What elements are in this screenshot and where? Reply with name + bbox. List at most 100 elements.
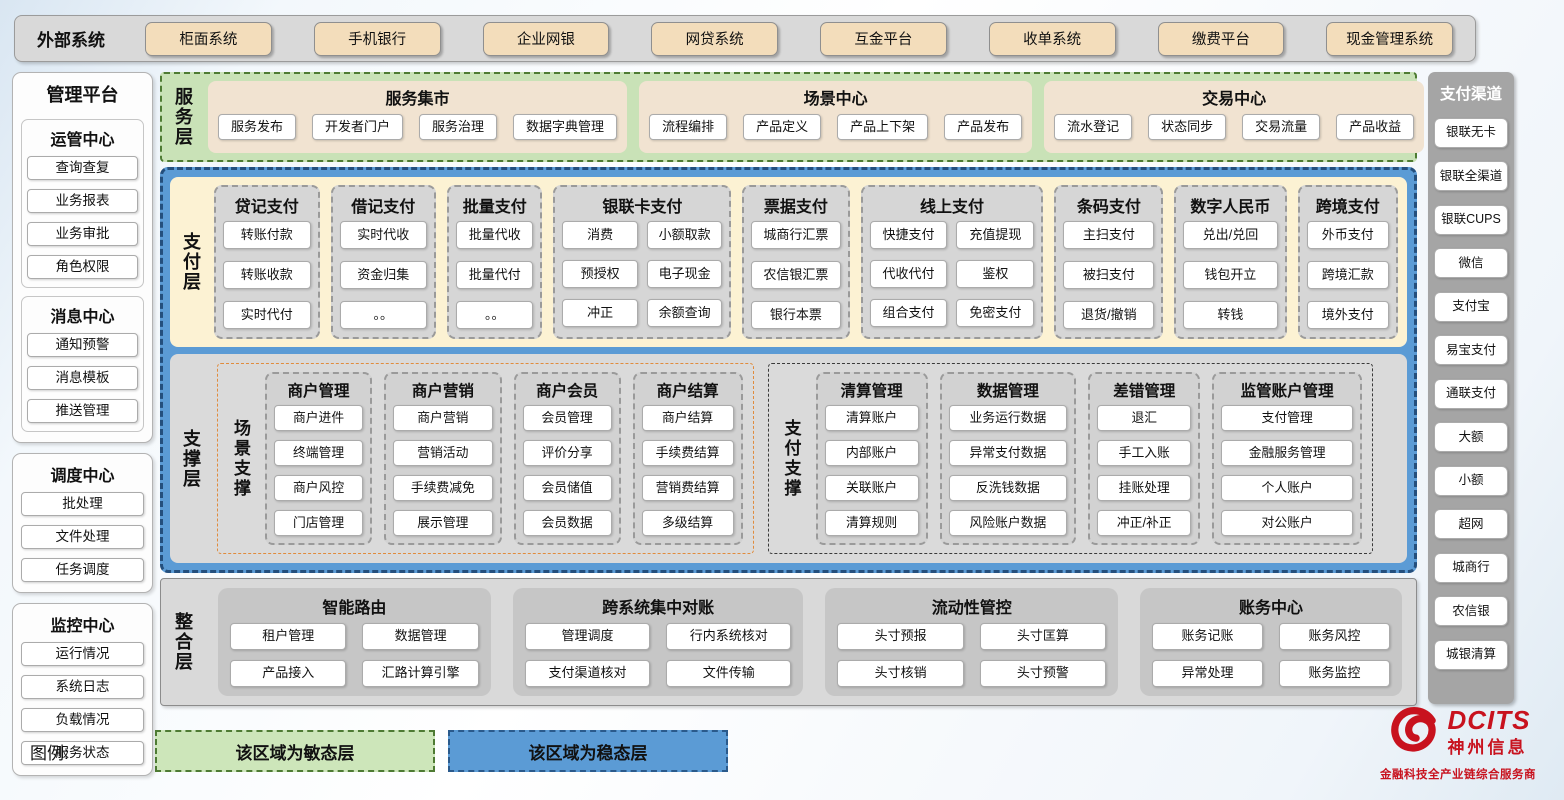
external-system-box: 手机银行 — [313, 21, 441, 56]
payment-support-label: 支付支撑 — [781, 418, 801, 499]
diagram-box: 消息模板 — [27, 366, 138, 390]
trade-center-panel: 交易中心 流水登记状态同步交易流量产品收益 — [1044, 81, 1425, 153]
dcits-logo: DCITS 神州信息 金融科技全产业链综合服务商 — [1370, 702, 1546, 782]
column-title: 商户管理 — [287, 383, 350, 400]
merchant-settlement-column: 商户结算 商户结算手续费结算营销费结算多级结算 — [632, 372, 743, 545]
merchant-mgmt-column: 商户管理 商户进件终端管理商户风控门店管理 — [265, 372, 373, 545]
diagram-box: 负载情况 — [21, 708, 144, 732]
smart-routing-panel: 智能路由 租户管理数据管理产品接入汇路计算引擎 — [218, 588, 491, 696]
diagram-box: 手续费结算 — [641, 440, 734, 466]
diagram-box: 金融服务管理 — [1221, 440, 1353, 466]
diagram-box: 挂账处理 — [1097, 475, 1192, 501]
diagram-box: 清算规则 — [824, 510, 919, 536]
diagram-box: 境外支付 — [1306, 301, 1389, 329]
diagram-box: 门店管理 — [274, 510, 364, 536]
diagram-box: 会员数据 — [522, 510, 612, 536]
diagram-box: 批量代收 — [456, 221, 534, 249]
diagram-box: 产品上下架 — [837, 113, 929, 141]
debit-payment-column: 借记支付 实时代收资金归集。。 — [330, 185, 437, 339]
diagram-box: 城商行汇票 — [751, 221, 841, 249]
data-mgmt-column: 数据管理 业务运行数据异常支付数据反洗钱数据风险账户数据 — [939, 372, 1077, 545]
monitor-center-box: 监控中心 运行情况系统日志负载情况服务状态 — [12, 603, 153, 776]
column-title: 商户会员 — [536, 383, 599, 400]
diagram-box: 退货/撤销 — [1063, 301, 1155, 329]
diagram-box: 消费 — [562, 221, 638, 249]
bill-payment-column: 票据支付 城商行汇票农信银汇票银行本票 — [742, 185, 850, 339]
external-system-box: 网贷系统 — [651, 21, 778, 56]
dispatch-center-box: 调度中心 批处理文件处理任务调度 — [12, 453, 153, 593]
diagram-box: 数据字典管理 — [513, 113, 618, 141]
diagram-box: 手续费减免 — [393, 475, 493, 501]
diagram-box: 服务状态 — [21, 741, 144, 765]
legend: 图例: 该区域为敏态层 该区域为稳态层 — [30, 729, 741, 773]
dcits-swirl-icon — [1386, 702, 1442, 763]
column-title: 银联卡支付 — [602, 199, 683, 216]
external-system-box: 互金平台 — [820, 21, 947, 56]
diagram-box: 异常处理 — [1151, 660, 1263, 687]
diagram-box: 多级结算 — [641, 510, 734, 536]
diagram-box: 微信 — [1434, 248, 1508, 278]
diagram-box: 鉴权 — [956, 260, 1035, 288]
diagram-box: 银联无卡 — [1434, 117, 1508, 148]
group-title: 监控中心 — [50, 618, 115, 635]
diagram-box: 头寸匡算 — [979, 623, 1106, 650]
unionpay-card-column: 银联卡支付 消费小额取款预授权电子现金冲正余额查询 — [553, 185, 732, 339]
diagram-box: 异常支付数据 — [948, 440, 1068, 466]
diagram-box: 支付管理 — [1221, 405, 1353, 431]
dcits-brand-text: DCITS — [1447, 705, 1531, 735]
barcode-payment-column: 条码支付 主扫支付被扫支付退货/撤销 — [1054, 185, 1164, 339]
diagram-box: 运行情况 — [21, 642, 144, 666]
external-system-box: 现金管理系统 — [1326, 21, 1453, 56]
diagram-box: 实时代收 — [339, 221, 428, 249]
external-systems-bar: 外部系统 柜面系统手机银行企业网银网贷系统互金平台收单系统缴费平台现金管理系统 — [14, 15, 1476, 62]
column-title: 跨境支付 — [1315, 199, 1380, 216]
diagram-box: 。。 — [339, 301, 428, 329]
diagram-box: 银联全渠道 — [1434, 161, 1508, 191]
diagram-box: 充值提现 — [956, 221, 1035, 249]
support-layer: 支撑层 场景支撑 商户管理 商户进件终端管理商户风控门店管理 商户营销 商户营销… — [170, 354, 1407, 563]
diagram-box: 终端管理 — [274, 440, 364, 466]
dcits-tagline: 金融科技全产业链综合服务商 — [1380, 769, 1536, 781]
diagram-box: 头寸预报 — [837, 623, 964, 650]
legend-agile-layer: 该区域为敏态层 — [155, 730, 435, 772]
diagram-box: 营销活动 — [393, 440, 493, 466]
cross-system-reconciliation-panel: 跨系统集中对账 管理调度行内系统核对支付渠道核对文件传输 — [512, 588, 804, 696]
diagram-box: 账务风控 — [1278, 623, 1390, 650]
diagram-box: 关联账户 — [824, 475, 919, 501]
diagram-box: 个人账户 — [1221, 475, 1353, 501]
crossborder-payment-column: 跨境支付 外币支付跨境汇款境外支付 — [1297, 185, 1398, 339]
column-title: 批量支付 — [462, 199, 527, 216]
integration-layer: 整合层 智能路由 租户管理数据管理产品接入汇路计算引擎 跨系统集中对账 管理调度… — [160, 578, 1417, 706]
merchant-marketing-column: 商户营销 商户营销营销活动手续费减免展示管理 — [384, 372, 502, 545]
diagram-box: 系统日志 — [21, 675, 144, 699]
diagram-box: 预授权 — [562, 260, 638, 288]
diagram-box: 批量代付 — [456, 261, 534, 289]
column-title: 监管账户管理 — [1240, 383, 1334, 400]
diagram-box: 。。 — [456, 301, 534, 329]
diagram-box: 会员储值 — [522, 475, 612, 501]
diagram-box: 行内系统核对 — [666, 623, 792, 650]
diagram-box: 退汇 — [1097, 405, 1192, 431]
diagram-box: 推送管理 — [27, 399, 138, 423]
diagram-box: 跨境汇款 — [1306, 261, 1389, 289]
service-market-panel: 服务集市 服务发布开发者门户服务治理数据字典管理 — [208, 81, 628, 153]
diagram-box: 任务调度 — [21, 558, 144, 582]
column-title: 数字人民币 — [1190, 199, 1271, 216]
diagram-box: 实时代付 — [223, 301, 311, 329]
error-mgmt-column: 差错管理 退汇手工入账挂账处理冲正/补正 — [1088, 372, 1201, 545]
management-platform-sidebar: 管理平台 运管中心 查询查复业务报表业务审批角色权限 消息中心 通知预警消息模板… — [12, 72, 153, 776]
scene-support-label: 场景支撑 — [231, 418, 250, 499]
diagram-box: 业务运行数据 — [948, 405, 1068, 431]
external-system-box: 缴费平台 — [1157, 21, 1285, 56]
diagram-box: 批处理 — [21, 492, 144, 516]
diagram-box: 业务报表 — [27, 189, 138, 213]
diagram-box: 农信银汇票 — [751, 261, 841, 289]
diagram-box: 转钱 — [1183, 301, 1278, 329]
diagram-box: 支付渠道核对 — [524, 660, 651, 687]
column-title: 差错管理 — [1113, 383, 1176, 400]
diagram-box: 文件传输 — [666, 660, 792, 687]
diagram-box: 代收代付 — [869, 260, 948, 288]
diagram-box: 冲正 — [562, 299, 638, 327]
diagram-box: 清算账户 — [824, 405, 919, 431]
